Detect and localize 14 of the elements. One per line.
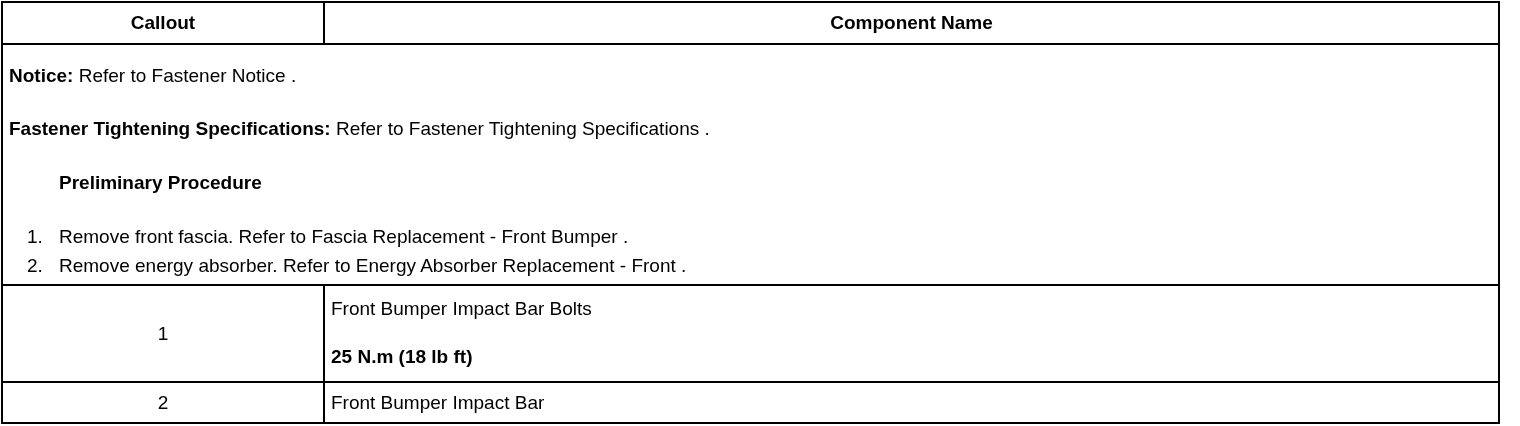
- column-header: Callout: [130, 12, 196, 34]
- callout-number: 2: [157, 391, 169, 414]
- step-number: 2.: [27, 255, 43, 277]
- component-name: Front Bumper Impact Bar Bolts: [331, 298, 592, 320]
- step-text: Remove front fascia. Refer to Fascia Replacement - Front Bumper .: [59, 226, 629, 248]
- column-header: Component Name: [830, 12, 993, 34]
- callout-number: 1: [157, 322, 169, 345]
- step-text: Remove energy absorber. Refer to Energy Absorber Replacement - Front .: [59, 255, 687, 277]
- component-name: Front Bumper Impact Bar: [331, 391, 545, 414]
- torque-spec: 25 N.m (18 lb ft): [331, 346, 473, 368]
- notice-text: Notice: Refer to Fastener Notice .: [9, 65, 297, 87]
- step-number: 1.: [27, 226, 43, 248]
- procedure-heading: Preliminary Procedure: [59, 172, 262, 194]
- specification-note: Fastener Tightening Specifications: Refer to Fastener Tightening Specifications .: [9, 118, 710, 140]
